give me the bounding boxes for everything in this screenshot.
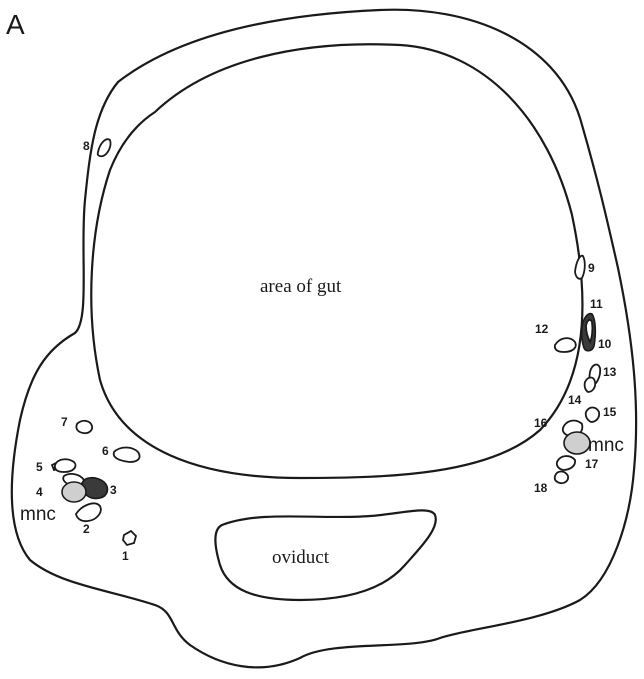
- cell-number-14: 14: [568, 393, 582, 407]
- cell-number-7: 7: [61, 415, 68, 429]
- mnc-cell-left: [62, 482, 86, 502]
- cell-number-17: 17: [585, 457, 599, 471]
- oviduct-label: oviduct: [272, 547, 330, 568]
- cell-17: [557, 456, 575, 470]
- cell-number-1: 1: [122, 549, 129, 563]
- cell-number-13: 13: [603, 365, 617, 379]
- cell-number-3: 3: [110, 483, 117, 497]
- panel-label: A: [6, 9, 25, 40]
- cell-number-9: 9: [588, 261, 595, 275]
- cell-number-10: 10: [598, 337, 612, 351]
- cell-number-18: 18: [534, 481, 548, 495]
- cell-7: [76, 421, 92, 433]
- mnc-label-left: mnc: [20, 504, 56, 525]
- cell-15: [586, 408, 599, 423]
- mnc-cell-right: [564, 432, 590, 454]
- cell-number-5: 5: [36, 460, 43, 474]
- cell-number-8: 8: [83, 139, 90, 153]
- cell-5: [55, 459, 76, 472]
- cell-number-11: 11: [590, 297, 603, 311]
- cell-number-16: 16: [534, 416, 548, 430]
- cell-14: [585, 378, 596, 393]
- mnc-label-right: mnc: [588, 435, 624, 456]
- cell-6: [114, 448, 140, 463]
- cell-18: [555, 472, 568, 484]
- gut-area: [91, 44, 582, 478]
- cell-number-15: 15: [603, 405, 617, 419]
- cell-number-4: 4: [36, 485, 43, 499]
- gut-label: area of gut: [260, 276, 342, 297]
- cell-number-12: 12: [535, 322, 549, 336]
- cell-number-2: 2: [83, 522, 90, 536]
- cell-number-6: 6: [102, 444, 109, 458]
